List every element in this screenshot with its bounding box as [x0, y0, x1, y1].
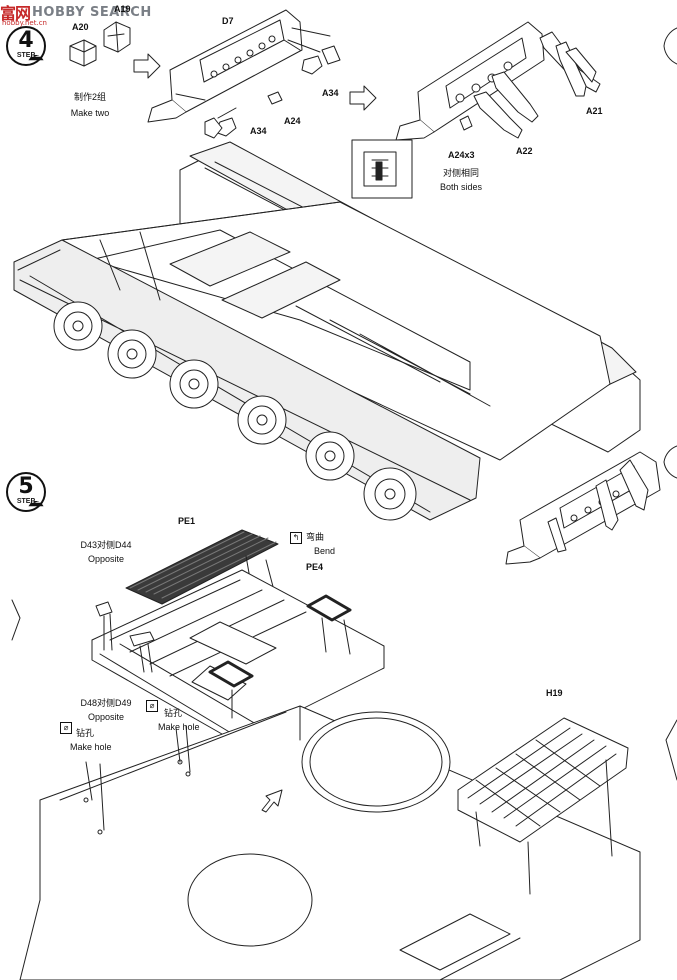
label-a22: A22: [516, 146, 533, 156]
label-pe1: PE1: [178, 516, 196, 526]
watermark-url: hobby.net.cn: [2, 19, 47, 27]
watermark-brand: HOBBY SEARCH: [32, 4, 152, 20]
suspension-bracket-left: [148, 10, 302, 122]
label-d48-cn: D48对侧D49: [80, 698, 132, 708]
label-a34-right: A34: [322, 88, 339, 98]
note-both-sides-cn: 对侧相同: [442, 168, 479, 178]
label-hole-mid-en: Make hole: [158, 722, 200, 732]
pe4-frames: [210, 596, 350, 686]
label-a21: A21: [586, 106, 603, 116]
note-make-two-cn: 制作2组: [73, 92, 106, 102]
label-d48-en: Opposite: [87, 712, 125, 722]
pe1-grille: [126, 530, 278, 604]
drill-icon: ⌀: [146, 700, 158, 712]
label-hole-left-cn: 钻孔: [76, 728, 95, 738]
watermark: 富网 HOBBY SEARCH hobby.net.cn: [0, 0, 152, 27]
label-a20: A20: [72, 22, 89, 32]
arm-a22: [474, 72, 538, 138]
arm-a21: [540, 32, 600, 96]
step-5-badge: 5 STEP: [6, 472, 46, 512]
step-label: STEP: [16, 52, 36, 59]
suspension-bracket-lower: [506, 452, 660, 564]
step-4-badge: 4 STEP: [6, 26, 46, 66]
label-d7: D7: [222, 16, 234, 26]
engine-deck: [92, 570, 384, 742]
step-number: 5: [18, 474, 34, 499]
assembly-arrow-icon-2: [350, 86, 376, 110]
assembly-arrow-icon-3: [262, 790, 282, 812]
label-bend-cn: 弯曲: [306, 532, 325, 542]
bend-icon: ↰: [290, 532, 302, 544]
label-h19: H19: [546, 688, 563, 698]
note-both-sides-en: Both sides: [439, 182, 483, 192]
label-pe4: PE4: [306, 562, 324, 572]
label-a19: A19: [114, 4, 131, 14]
tank-silhouette-icon: [28, 501, 44, 507]
part-a19-drawing: [104, 22, 130, 52]
label-bend-en: Bend: [314, 546, 336, 556]
drill-icon: ⌀: [60, 722, 72, 734]
watermark-logo: 富网: [0, 4, 31, 23]
part-a20-drawing: [70, 40, 96, 66]
step-label: STEP: [16, 498, 36, 505]
step-number: 4: [18, 28, 34, 53]
label-a34-bottom: A34: [250, 126, 267, 136]
hull-with-tracks: [14, 142, 640, 520]
h19-plate: [458, 718, 628, 842]
label-d43-en: Opposite: [87, 554, 125, 564]
label-a24: A24: [284, 116, 301, 126]
detail-inset: [352, 140, 412, 198]
label-a24x3: A24x3: [448, 150, 475, 160]
tank-silhouette-icon: [28, 55, 44, 61]
small-parts-d43: [96, 602, 154, 646]
label-hole-left-en: Make hole: [70, 742, 112, 752]
label-d43-cn: D43对侧D44: [80, 540, 132, 550]
suspension-bracket-right: [396, 22, 544, 140]
hull-floor: [20, 706, 640, 980]
note-make-two-en: Make two: [70, 108, 110, 118]
label-hole-mid-cn: 钻孔: [164, 708, 183, 718]
assembly-arrow-icon-1: [134, 54, 160, 78]
